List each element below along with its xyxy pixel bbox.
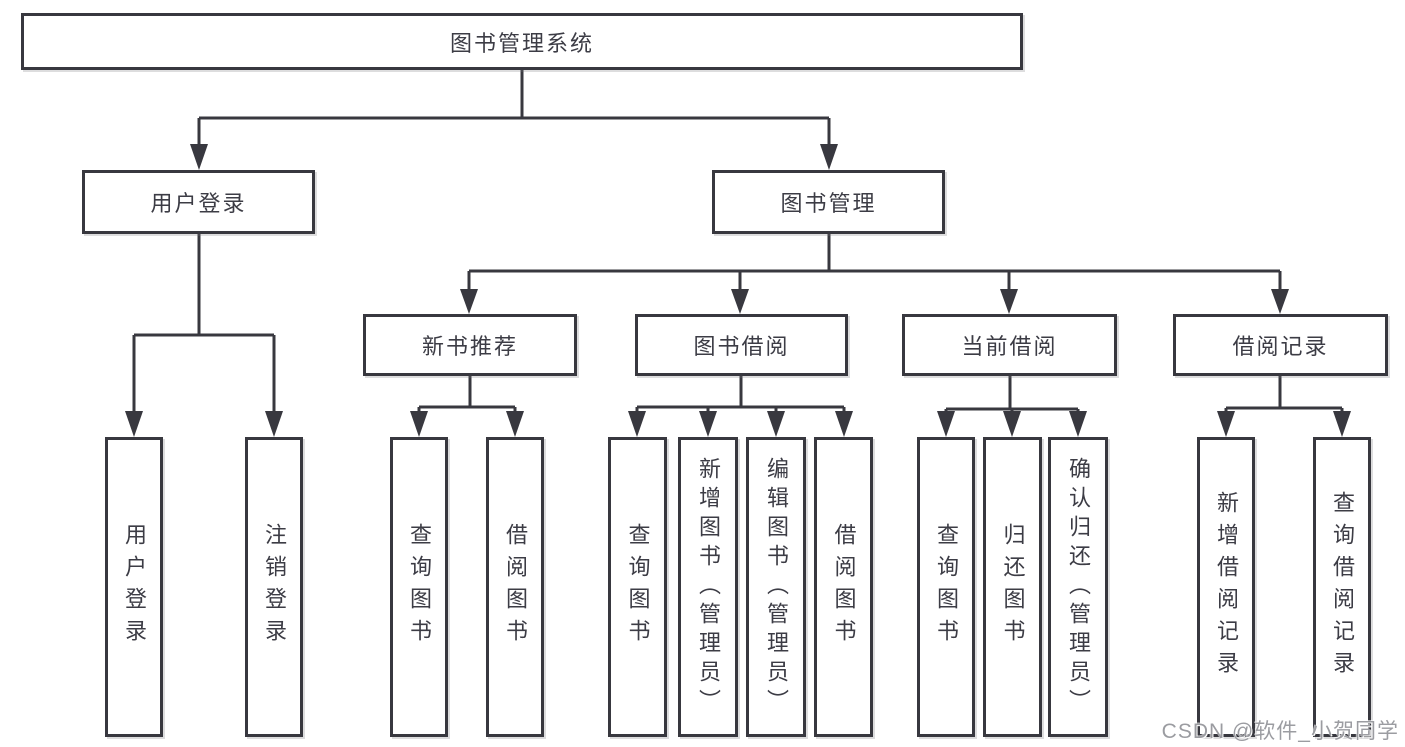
leaf-current-confirm-return-admin: 确认归还（管理员）	[1048, 437, 1108, 737]
node-user-login: 用户登录	[82, 170, 315, 234]
leaf-borrow-edit-book-admin-label: 编辑图书（管理员）	[764, 456, 789, 718]
leaf-current-return-book-label: 归还图书	[1000, 523, 1026, 651]
leaf-borrow-query-book-label: 查询图书	[625, 523, 651, 651]
leaf-borrow-borrow-book-label: 借阅图书	[831, 523, 857, 651]
leaf-current-query-book-label: 查询图书	[934, 523, 959, 651]
csdn-watermark: CSDN @软件_小贺同学	[1161, 720, 1399, 743]
connector-records-children	[1224, 375, 1344, 413]
leaf-recommend-borrow-book: 借阅图书	[486, 437, 544, 737]
leaf-records-query-record: 查询借阅记录	[1313, 437, 1371, 737]
leaf-records-add-record-label: 新增借阅记录	[1214, 491, 1239, 683]
connector-user-login-subtree	[132, 233, 276, 413]
connector-root-to-level2	[197, 69, 831, 146]
node-root: 图书管理系统	[21, 13, 1023, 70]
connector-borrow-children	[635, 375, 846, 413]
leaf-records-add-record: 新增借阅记录	[1197, 437, 1255, 737]
leaf-borrow-add-book-admin: 新增图书（管理员）	[678, 437, 738, 737]
leaf-recommend-borrow-book-label: 借阅图书	[503, 523, 528, 651]
leaf-current-query-book: 查询图书	[917, 437, 975, 737]
node-book-management: 图书管理	[712, 170, 945, 234]
leaf-logout-login: 注销登录	[245, 437, 303, 737]
leaf-recommend-query-book: 查询图书	[390, 437, 448, 737]
node-user-login-label: 用户登录	[150, 191, 247, 216]
node-borrow-records-label: 借阅记录	[1232, 334, 1329, 359]
leaf-recommend-query-book-label: 查询图书	[407, 523, 432, 651]
leaf-user-login-label: 用户登录	[122, 523, 147, 651]
leaf-records-query-record-label: 查询借阅记录	[1330, 491, 1355, 683]
connector-current-children	[944, 375, 1080, 413]
node-root-label: 图书管理系统	[449, 30, 594, 56]
node-book-borrow: 图书借阅	[635, 314, 848, 376]
node-current-borrow-label: 当前借阅	[961, 334, 1058, 359]
leaf-user-login: 用户登录	[105, 437, 163, 737]
leaf-current-confirm-return-admin-label: 确认归还（管理员）	[1066, 456, 1091, 718]
arrowheads	[125, 144, 1351, 437]
node-current-borrow: 当前借阅	[902, 314, 1117, 376]
node-new-book-recommend-label: 新书推荐	[421, 334, 518, 359]
node-new-book-recommend: 新书推荐	[363, 314, 577, 376]
node-book-management-label: 图书管理	[780, 191, 877, 216]
node-borrow-records: 借阅记录	[1173, 314, 1388, 376]
leaf-borrow-query-book: 查询图书	[608, 437, 667, 737]
connector-recommend-children	[417, 375, 517, 413]
connector-book-management-rail	[467, 233, 1282, 291]
leaf-borrow-edit-book-admin: 编辑图书（管理员）	[746, 437, 806, 737]
leaf-logout-login-label: 注销登录	[262, 523, 287, 651]
leaf-borrow-borrow-book: 借阅图书	[814, 437, 873, 737]
leaf-current-return-book: 归还图书	[983, 437, 1042, 737]
leaf-borrow-add-book-admin-label: 新增图书（管理员）	[696, 456, 721, 718]
node-book-borrow-label: 图书借阅	[693, 334, 790, 359]
